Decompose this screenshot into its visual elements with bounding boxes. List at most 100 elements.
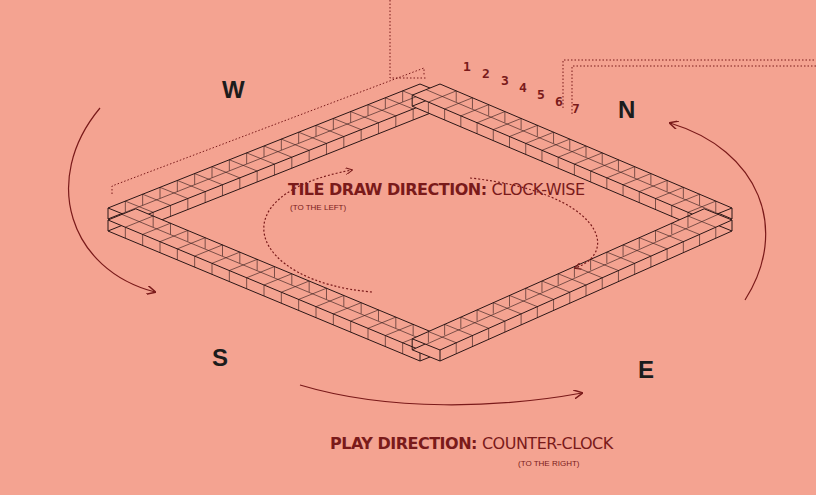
wall-edge: [412, 339, 413, 350]
tile-line: [212, 167, 213, 178]
wind-label: W: [222, 78, 245, 102]
tile-walls: [108, 84, 732, 361]
wall-top: [412, 84, 732, 219]
tile-line: [177, 238, 205, 249]
tile-line: [574, 164, 575, 175]
tile-line: [351, 112, 379, 123]
wall-edge: [440, 350, 441, 361]
tile-line: [333, 314, 334, 325]
tile-line: [350, 321, 351, 332]
tile-line: [316, 295, 344, 306]
tile-line: [699, 234, 700, 245]
tile-line: [395, 116, 396, 127]
tile-line: [667, 249, 668, 260]
tile-line: [299, 132, 327, 143]
tile-line: [607, 167, 635, 178]
tile-line: [309, 281, 310, 292]
tile-line: [222, 185, 223, 196]
tile-line: [187, 230, 188, 241]
wind-label: E: [638, 358, 654, 382]
tile-line: [402, 343, 403, 354]
tile-line: [264, 274, 292, 285]
tile-line: [590, 171, 591, 182]
tile-seam: [122, 214, 434, 344]
tile-line: [510, 125, 538, 136]
tile-line: [444, 109, 445, 120]
tile-line: [205, 238, 206, 249]
tile-line: [488, 328, 489, 339]
tile-line: [602, 153, 603, 164]
tile-line: [333, 118, 361, 129]
tile-line: [343, 137, 344, 148]
tile-line: [672, 223, 700, 234]
tile-line: [521, 118, 522, 129]
tile-line: [591, 160, 619, 171]
tile-line: [222, 245, 223, 256]
callout-number: 4: [519, 81, 527, 94]
tile-line: [618, 271, 619, 282]
tile-line: [298, 132, 299, 143]
tile-line: [537, 125, 538, 136]
tile-line: [378, 310, 379, 321]
tile-line: [177, 249, 178, 260]
tile-line: [634, 167, 635, 178]
tile-line: [291, 274, 292, 285]
tile-line: [239, 178, 240, 189]
tile-line: [257, 171, 258, 182]
tile-line: [368, 328, 369, 339]
tile-line: [477, 112, 505, 123]
tile-line: [195, 245, 223, 256]
tile-line: [142, 194, 143, 205]
tile-line: [212, 252, 240, 263]
tile-line: [247, 153, 275, 164]
tile-line: [281, 139, 282, 150]
tile-line: [460, 116, 461, 127]
tile-line: [699, 194, 700, 205]
callout-number: 5: [537, 88, 545, 101]
tile-line: [298, 299, 299, 310]
tile-line: [343, 295, 344, 306]
tile-line: [493, 130, 494, 141]
tile-line: [688, 216, 716, 227]
tile-line: [477, 310, 505, 321]
tile-line: [639, 192, 640, 203]
tile-line: [125, 227, 126, 238]
tile-line: [558, 146, 586, 157]
callout-number: 1: [463, 60, 471, 73]
tile-line: [160, 187, 161, 198]
tile-line: [504, 112, 505, 123]
tile-line: [558, 274, 586, 285]
tile-line: [461, 317, 489, 328]
tile-line: [655, 230, 656, 241]
tile-line: [574, 267, 602, 278]
tile-line: [526, 132, 554, 143]
tile-line: [602, 278, 603, 289]
tile-line: [526, 288, 554, 299]
tile-line: [170, 223, 171, 234]
tile-line: [195, 174, 223, 185]
tile-line: [368, 105, 369, 116]
callout-number: 2: [482, 67, 490, 80]
tile-line: [229, 259, 257, 270]
tile-line: [525, 288, 526, 299]
tile-line: [413, 109, 414, 120]
tile-line: [687, 216, 688, 227]
tile-line: [493, 303, 521, 314]
tile-line: [281, 139, 309, 150]
tile-line: [671, 223, 672, 234]
tile-line: [205, 192, 206, 203]
tile-line: [606, 252, 607, 263]
wall-edge: [732, 220, 733, 231]
tile-line: [326, 143, 327, 154]
tile-line: [444, 324, 445, 335]
tile-line: [428, 102, 429, 113]
direction-note: (TO THE LEFT): [290, 204, 346, 212]
tile-line: [656, 187, 684, 198]
tile-line: [316, 307, 317, 318]
tile-line: [299, 288, 327, 299]
tile-line: [351, 310, 379, 321]
tile-line: [445, 324, 473, 335]
tile-line: [281, 292, 282, 303]
tile-line: [160, 230, 188, 241]
